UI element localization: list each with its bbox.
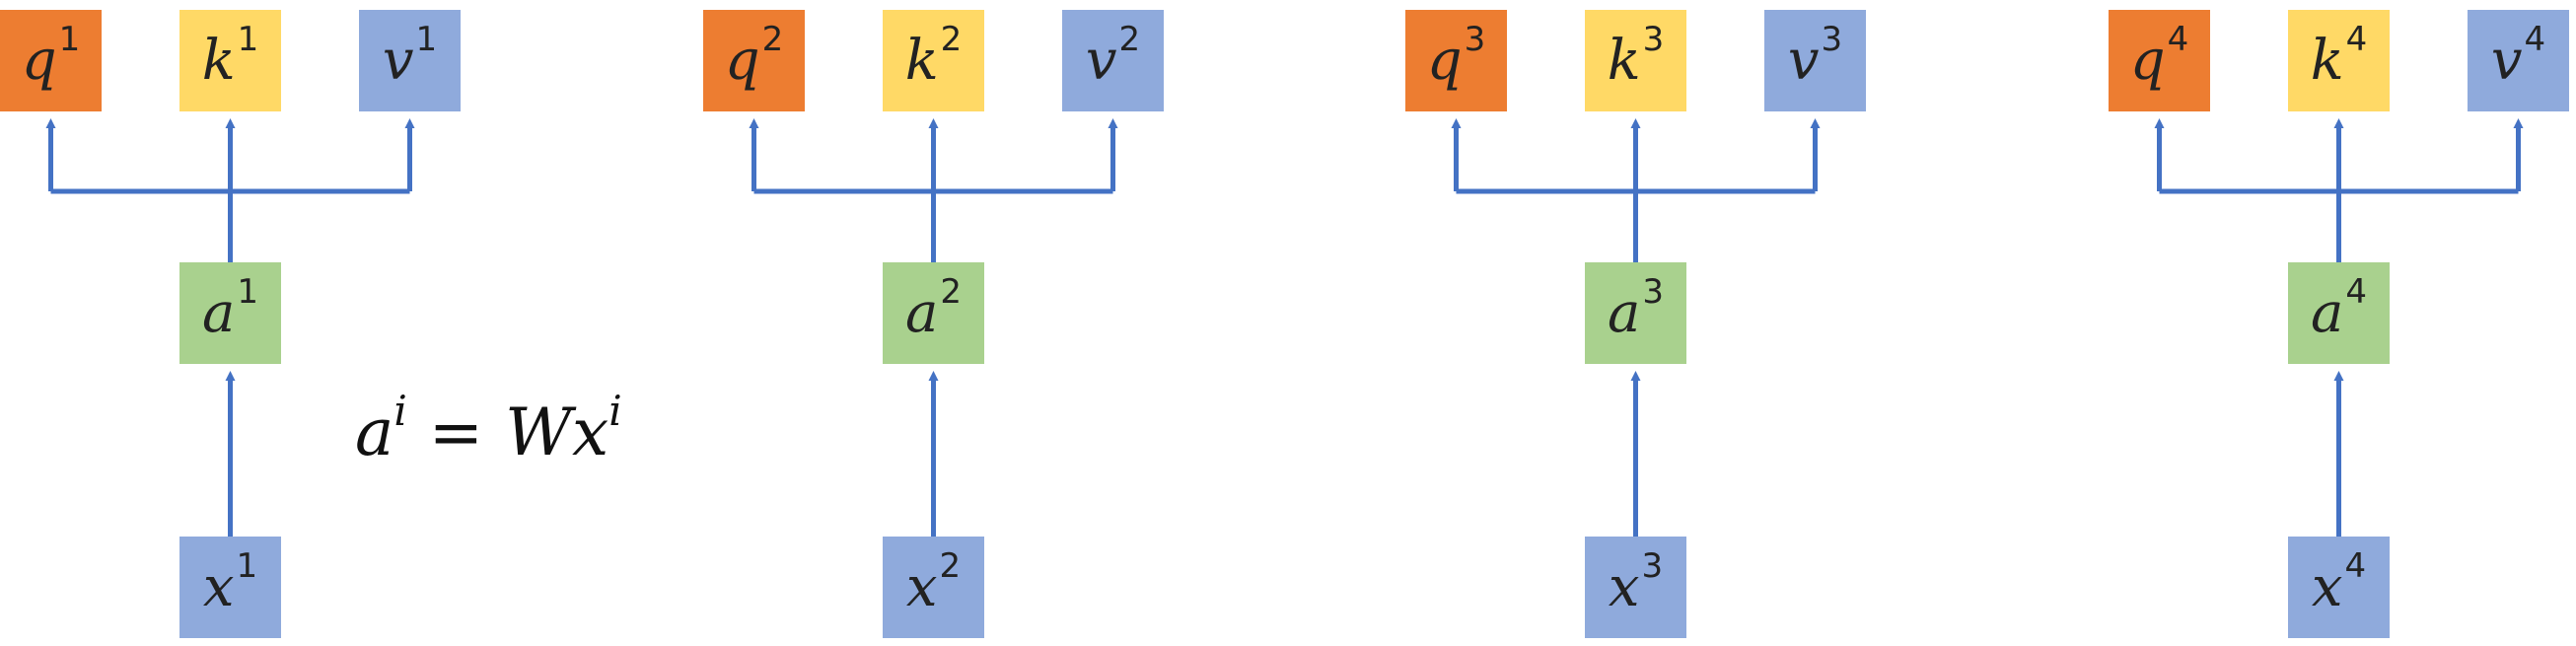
a-symbol: a (201, 280, 236, 345)
v-symbol: v (1085, 28, 1117, 93)
x-symbol: x (202, 554, 235, 619)
x-superscript: 3 (1641, 545, 1664, 586)
q-superscript: 1 (58, 19, 81, 59)
v-superscript: 3 (1821, 19, 1843, 59)
v-symbol: v (1787, 28, 1820, 93)
a-superscript: 2 (940, 271, 963, 312)
a-superscript: 4 (2345, 271, 2368, 312)
q-symbol: q (1426, 28, 1463, 93)
v-superscript: 2 (1118, 19, 1141, 59)
k-superscript: 3 (1642, 19, 1665, 59)
v-symbol: v (382, 28, 414, 93)
v-symbol: v (2490, 28, 2523, 93)
x-superscript: 4 (2344, 545, 2367, 586)
x-symbol: x (905, 554, 938, 619)
a-superscript: 3 (1642, 271, 1665, 312)
v-superscript: 1 (415, 19, 438, 59)
formula-equals: = (428, 395, 484, 470)
q-superscript: 2 (761, 19, 784, 59)
q-superscript: 3 (1464, 19, 1486, 59)
formula-lhs-superscript: i (394, 387, 407, 435)
k-symbol: k (1607, 28, 1641, 93)
formula-lhs: a (355, 395, 394, 470)
formula-ai-equals-wxi: ai=Wxi (355, 387, 622, 483)
k-symbol: k (201, 28, 236, 93)
q-symbol: q (724, 28, 760, 93)
a-superscript: 1 (237, 271, 259, 312)
x-superscript: 1 (236, 545, 258, 586)
k-symbol: k (2310, 28, 2344, 93)
formula-input: x (571, 395, 609, 470)
x-symbol: x (2311, 554, 2343, 619)
formula-weight: W (505, 395, 572, 470)
k-superscript: 2 (940, 19, 963, 59)
a-symbol: a (904, 280, 939, 345)
k-symbol: k (904, 28, 939, 93)
v-superscript: 4 (2524, 19, 2546, 59)
formula-rhs-superscript: i (608, 387, 622, 435)
k-superscript: 4 (2345, 19, 2368, 59)
a-symbol: a (2310, 280, 2344, 345)
x-superscript: 2 (939, 545, 962, 586)
q-symbol: q (2129, 28, 2166, 93)
k-superscript: 1 (237, 19, 259, 59)
q-symbol: q (21, 28, 57, 93)
x-symbol: x (1608, 554, 1640, 619)
a-symbol: a (1607, 280, 1641, 345)
q-superscript: 4 (2167, 19, 2189, 59)
